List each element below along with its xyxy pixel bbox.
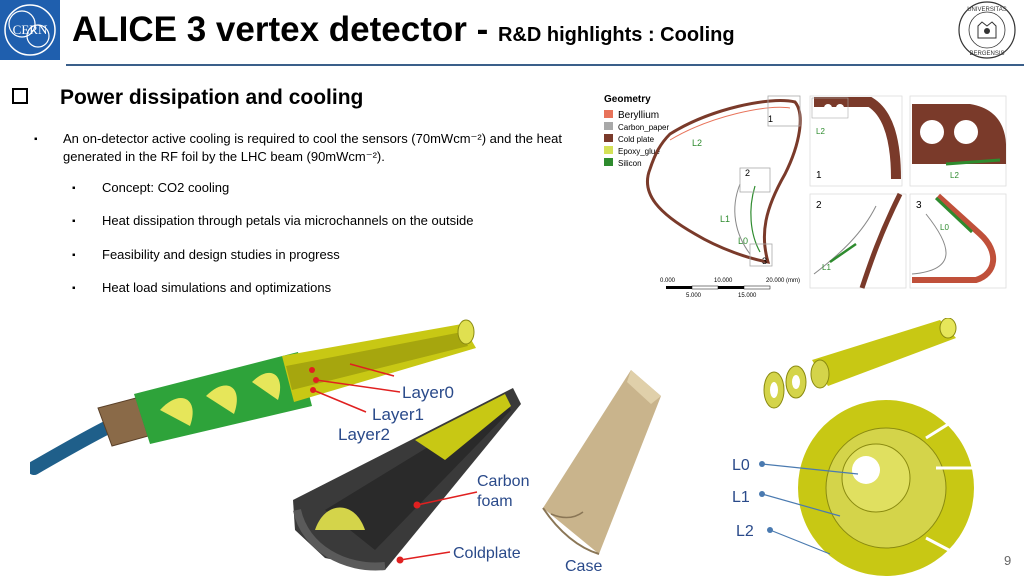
title-dash: - bbox=[466, 10, 498, 49]
panel-label: L2 bbox=[950, 171, 959, 180]
legend-label: Cold plate bbox=[618, 135, 655, 144]
bullet-marker: ▪ bbox=[72, 183, 76, 194]
vertex-barrel-render: Layer0 Layer1 Layer2 bbox=[30, 319, 476, 475]
title-text: ALICE 3 vertex detector bbox=[72, 10, 467, 49]
panel-label: L1 bbox=[822, 263, 831, 272]
sub-bullet: Heat load simulations and optimizations bbox=[102, 280, 332, 295]
sub-bullet: Heat dissipation through petals via micr… bbox=[102, 213, 474, 228]
carbon-foam-half-cylinder-render: Carbon foam Coldplate bbox=[293, 388, 529, 571]
seal-text-top: UNIVERSITAS bbox=[967, 7, 1007, 13]
case-wedge-render: Case bbox=[542, 370, 661, 575]
disc-barrel-render bbox=[763, 318, 957, 409]
seal-text-bottom: BERGENSIS bbox=[969, 51, 1004, 57]
geometry-legend: Beryllium Carbon_paper Cold plate Epoxy_… bbox=[604, 110, 669, 168]
layer-label: L1 bbox=[720, 214, 730, 224]
sub-bullet: Concept: CO2 cooling bbox=[102, 180, 230, 195]
case-label: Case bbox=[565, 558, 602, 575]
title-divider bbox=[66, 64, 1024, 66]
petal-cross-section: L2 L1 L0 1 2 3 bbox=[645, 95, 802, 267]
legend-swatch-cold-plate bbox=[604, 134, 613, 142]
legend-label: Silicon bbox=[618, 159, 642, 168]
cern-logo-text: CERN bbox=[13, 22, 48, 37]
page-title: ALICE 3 vertex detector - R&D highlights… bbox=[72, 10, 735, 50]
uib-seal-logo: UNIVERSITAS BERGENSIS bbox=[958, 1, 1016, 59]
sub-bullet: Feasibility and design studies in progre… bbox=[102, 247, 340, 262]
zoom-marker: 3 bbox=[762, 256, 767, 266]
scale-tick: 20.000 (mm) bbox=[766, 278, 800, 284]
legend-swatch-carbon-paper bbox=[604, 122, 613, 130]
geometry-figure: Geometry Beryllium Carbon_paper Cold pla… bbox=[604, 94, 1007, 299]
panel-label: L2 bbox=[816, 127, 825, 136]
scale-tick: 15.000 bbox=[738, 293, 757, 299]
disc-l0-label: L0 bbox=[732, 457, 750, 474]
disc-l1-label: L1 bbox=[732, 489, 750, 506]
carbon-label: Carbon bbox=[477, 473, 529, 490]
bullet-marker: ▪ bbox=[72, 216, 76, 227]
zoom-marker: 2 bbox=[745, 168, 750, 178]
zoom-marker: 1 bbox=[768, 114, 773, 124]
zoom-box-3 bbox=[749, 243, 773, 267]
page-number: 9 bbox=[1004, 553, 1012, 568]
scale-tick: 5.000 bbox=[686, 293, 702, 299]
foam-label: foam bbox=[477, 493, 513, 510]
bullet-marker: ▪ bbox=[34, 134, 38, 145]
layer2-label: Layer2 bbox=[338, 425, 390, 444]
geometry-title: Geometry bbox=[604, 94, 651, 105]
legend-swatch-silicon bbox=[604, 158, 613, 166]
bullet-marker: ▪ bbox=[72, 250, 76, 261]
panel-label: 1 bbox=[816, 170, 822, 181]
main-bullet-text: An on-detector active cooling is require… bbox=[63, 131, 562, 164]
zoom-panel-1b: L2 bbox=[909, 95, 1007, 187]
legend-label: Carbon_paper bbox=[618, 123, 669, 132]
page-subtitle: R&D highlights : Cooling bbox=[497, 24, 735, 46]
panel-label: 3 bbox=[916, 200, 922, 211]
layer-label: L2 bbox=[692, 138, 702, 148]
zoom-panel-1a: L2 1 bbox=[809, 95, 903, 187]
section-checkbox-bullet bbox=[12, 88, 28, 104]
scale-tick: 10.000 bbox=[714, 278, 733, 284]
legend-label: Beryllium bbox=[618, 110, 659, 121]
panel-label: 2 bbox=[816, 200, 822, 211]
section-heading: Power dissipation and cooling bbox=[60, 86, 364, 109]
zoom-panel-3: 3 L0 bbox=[909, 193, 1007, 289]
disc-layers-render: L0 L1 L2 bbox=[732, 400, 974, 576]
legend-swatch-epoxy-glue bbox=[604, 146, 613, 154]
layer1-label: Layer1 bbox=[372, 405, 424, 424]
legend-swatch-beryllium bbox=[604, 110, 613, 118]
panel-label: L0 bbox=[940, 223, 949, 232]
disc-l2-label: L2 bbox=[736, 523, 754, 540]
scale-bar: 0.000 10.000 20.000 (mm) 5.000 15.000 bbox=[660, 278, 800, 299]
legend-label: Epoxy_glue bbox=[618, 147, 660, 156]
coldplate-label: Coldplate bbox=[453, 545, 521, 562]
zoom-panel-2: 2 L1 bbox=[809, 192, 907, 289]
layer0-label: Layer0 bbox=[402, 383, 454, 402]
zoom-box-1 bbox=[767, 95, 801, 127]
layer-label: L0 bbox=[738, 236, 748, 246]
cern-logo: CERN bbox=[0, 0, 60, 60]
bullet-marker: ▪ bbox=[72, 283, 76, 294]
zoom-box-2 bbox=[739, 167, 771, 193]
scale-tick: 0.000 bbox=[660, 278, 676, 284]
